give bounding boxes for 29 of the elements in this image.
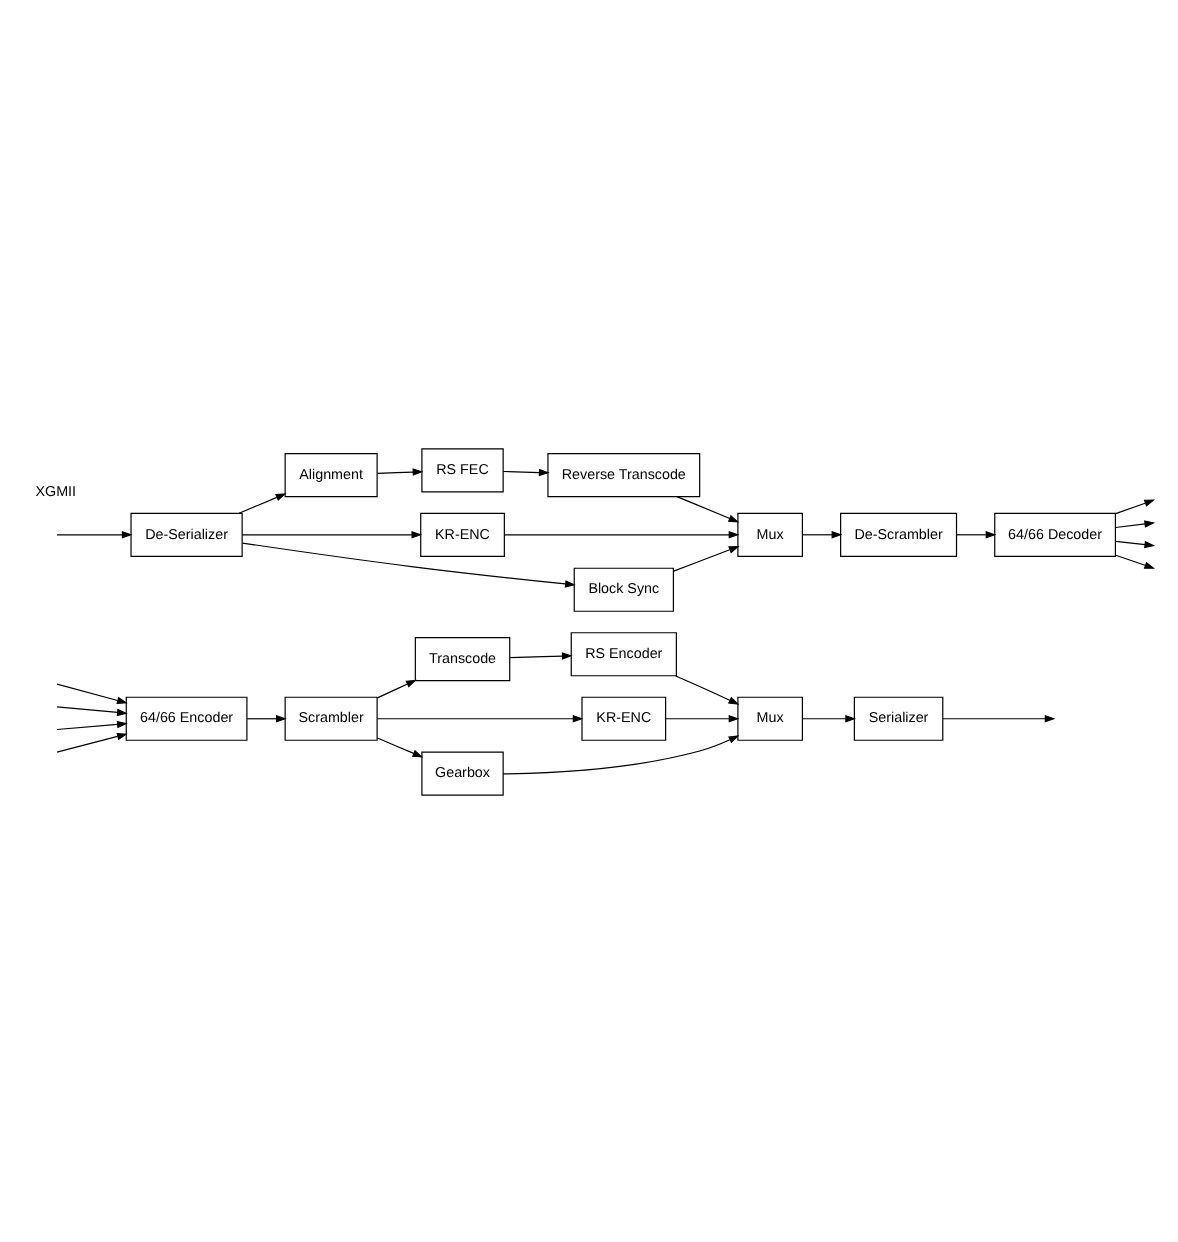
- arrow: [509, 651, 573, 659]
- arrow: [1115, 519, 1156, 528]
- arrow: [376, 467, 424, 475]
- arrow: [376, 714, 584, 722]
- arrow: [241, 530, 423, 538]
- arrow: [801, 530, 843, 538]
- arrow: [56, 705, 128, 716]
- arrow: [675, 674, 740, 704]
- arrow: [1115, 539, 1156, 548]
- arrow: [665, 714, 740, 722]
- arrow: [502, 734, 740, 774]
- arrow: [56, 731, 128, 752]
- arrow: [56, 682, 128, 704]
- arrow: [801, 714, 857, 722]
- arrow: [56, 530, 133, 538]
- arrow: [376, 678, 417, 698]
- arrow: [241, 541, 576, 587]
- arrow: [56, 719, 128, 730]
- arrow: [246, 714, 287, 722]
- arrow: [1115, 498, 1156, 514]
- arrow: [502, 467, 550, 476]
- arrow: [504, 530, 740, 538]
- arrow: [956, 530, 997, 538]
- arrow: [1115, 553, 1156, 568]
- arrow: [942, 714, 1056, 722]
- arrow: [676, 495, 740, 522]
- arrow: [238, 492, 287, 513]
- arrow: [376, 736, 424, 757]
- arrow: [673, 545, 740, 571]
